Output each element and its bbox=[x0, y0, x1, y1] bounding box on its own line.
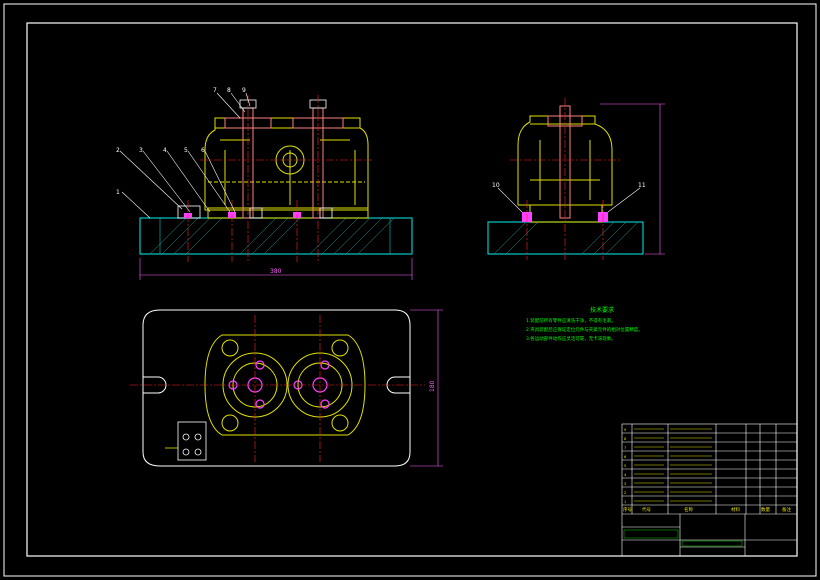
front-callout-labels: 1 2 3 4 5 6 7 8 9 bbox=[116, 87, 246, 196]
parts-list-header: 序号 代号 名称 材料 数量 备注 bbox=[623, 506, 791, 513]
tech-req-title: 技术要求 bbox=[590, 306, 614, 314]
title-block bbox=[621, 423, 798, 557]
top-view: 180 bbox=[130, 309, 443, 467]
callout-6: 6 bbox=[201, 147, 205, 154]
top-height-dimension: 180 bbox=[410, 309, 443, 467]
drawing-frame bbox=[3, 3, 817, 577]
front-callout-lines bbox=[119, 92, 251, 219]
callout-1: 1 bbox=[116, 189, 120, 196]
svg-text:2: 2 bbox=[624, 491, 626, 495]
svg-text:5: 5 bbox=[624, 464, 626, 468]
side-callouts bbox=[497, 187, 641, 213]
callout-2: 2 bbox=[116, 147, 120, 154]
header-code: 代号 bbox=[642, 506, 651, 513]
title-block-signature-area bbox=[623, 529, 743, 547]
tech-req-line-3: 3.各运动部件动作应灵活可靠，无卡滞现象。 bbox=[526, 335, 616, 342]
front-width-dimension: 380 bbox=[139, 258, 413, 280]
top-locator-block bbox=[165, 421, 207, 461]
svg-text:7: 7 bbox=[624, 446, 626, 450]
callout-7: 7 bbox=[213, 87, 217, 94]
header-remark: 备注 bbox=[782, 506, 791, 513]
tech-req-line-1: 1.装配前所有零件应清洗干净，不得有毛刺。 bbox=[526, 317, 616, 324]
callout-10: 10 bbox=[492, 182, 500, 189]
front-view: 1 2 3 4 5 6 7 8 9 380 bbox=[116, 87, 413, 280]
svg-text:1: 1 bbox=[624, 500, 626, 504]
header-name: 名称 bbox=[684, 506, 693, 513]
front-base-plate bbox=[139, 217, 413, 255]
svg-text:9: 9 bbox=[624, 428, 626, 432]
top-centerlines bbox=[130, 315, 425, 462]
header-material: 材料 bbox=[731, 506, 740, 513]
side-view: 10 11 bbox=[487, 98, 665, 260]
top-base-outline bbox=[142, 309, 411, 467]
tech-req-line-2: 2.夹具装配后应保证定位元件与夹紧元件的相对位置精度。 bbox=[526, 326, 643, 333]
header-seq: 序号 bbox=[623, 506, 632, 513]
callout-5: 5 bbox=[184, 147, 188, 154]
callout-11: 11 bbox=[638, 182, 646, 189]
svg-text:4: 4 bbox=[624, 473, 627, 477]
callout-4: 4 bbox=[163, 147, 167, 154]
svg-text:6: 6 bbox=[624, 455, 626, 459]
dimension-height-text: 180 bbox=[429, 380, 436, 392]
svg-text:3: 3 bbox=[624, 482, 626, 486]
front-centerlines bbox=[187, 95, 372, 262]
svg-text:8: 8 bbox=[624, 437, 626, 441]
callout-9: 9 bbox=[242, 87, 246, 94]
callout-8: 8 bbox=[227, 87, 231, 94]
side-height-dimension bbox=[600, 103, 665, 255]
side-centerlines bbox=[510, 98, 620, 260]
dimension-width-text: 380 bbox=[270, 268, 282, 275]
parts-list-text: 9 8 7 6 5 4 3 2 1 bbox=[624, 428, 712, 504]
technical-requirements: 技术要求 1.装配前所有零件应清洗干净，不得有毛刺。 2.夹具装配后应保证定位元… bbox=[526, 306, 643, 342]
header-qty: 数量 bbox=[761, 506, 770, 513]
callout-3: 3 bbox=[139, 147, 143, 154]
